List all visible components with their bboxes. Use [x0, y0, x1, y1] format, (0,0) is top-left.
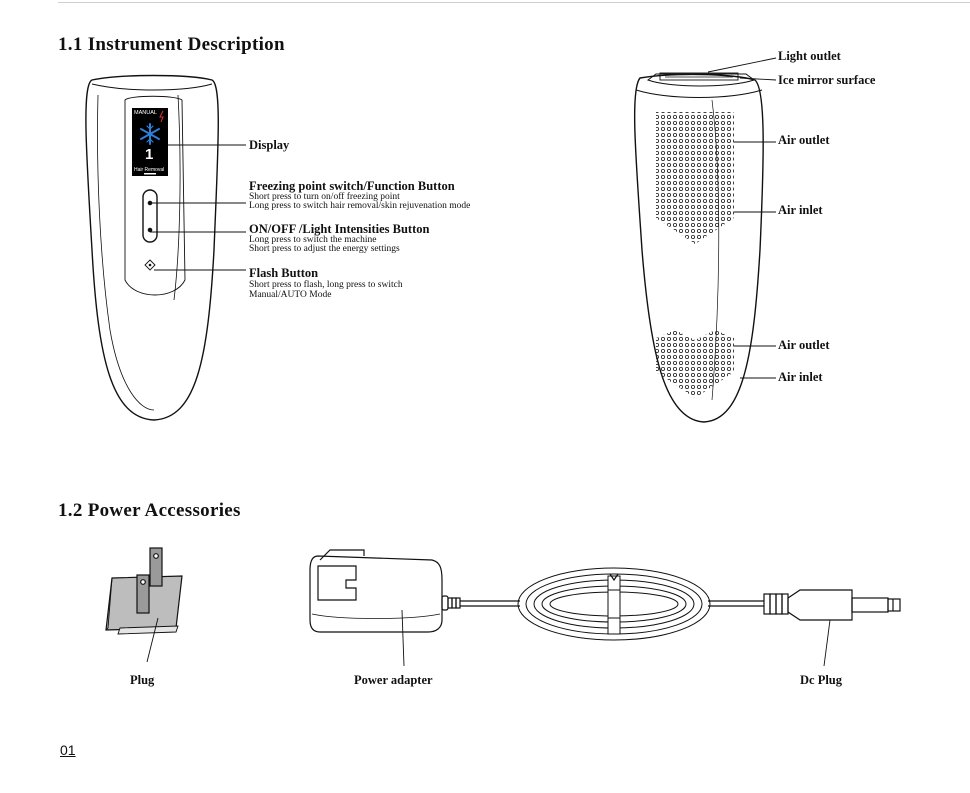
callout-flash-line1: Short press to flash, long press to swit… [249, 280, 403, 290]
device-screen [132, 108, 168, 176]
top-rule [58, 2, 970, 3]
callout-freezing-line2: Long press to switch hair removal/skin r… [249, 201, 471, 211]
screen-level: 1 [145, 146, 154, 163]
callout-flash-line2: Manual/AUTO Mode [249, 290, 332, 300]
snowflake-icon [140, 123, 160, 145]
callout-freezing-title: Freezing point switch/Function Button [249, 179, 455, 193]
screen-mode-label: MANUAL [134, 110, 157, 116]
callout-air-outlet-top: Air outlet [778, 133, 830, 147]
adapter-illustration [309, 549, 520, 667]
air-vent-upper [656, 112, 734, 244]
callout-air-inlet-top: Air inlet [778, 203, 823, 217]
flash-indicator-icon [159, 110, 164, 123]
callout-freezing-line1: Short press to turn on/off freezing poin… [249, 192, 400, 202]
callout-ice-mirror: Ice mirror surface [778, 73, 876, 87]
callout-display: Display [249, 138, 290, 152]
callout-onoff-line1: Long press to switch the machine [249, 235, 377, 245]
caption-power-adapter: Power adapter [354, 673, 433, 687]
section-title-instrument: 1.1 Instrument Description [58, 34, 285, 55]
device-front [85, 74, 219, 421]
callout-onoff-title: ON/OFF /Light Intensities Button [249, 222, 430, 236]
page-number: 01 [60, 742, 76, 758]
caption-dc-plug: Dc Plug [800, 673, 843, 687]
air-vent-lower [656, 330, 734, 398]
dc-plug-illustration [708, 589, 901, 667]
callout-air-outlet-bottom: Air outlet [778, 338, 830, 352]
callout-light-outlet: Light outlet [778, 49, 841, 63]
section-title-power: 1.2 Power Accessories [58, 500, 241, 521]
screen-footer-label: Hair Removal [134, 167, 165, 173]
plug-illustration [105, 547, 183, 663]
callout-flash-title: Flash Button [249, 266, 319, 280]
callout-air-inlet-bottom: Air inlet [778, 370, 823, 384]
caption-plug: Plug [130, 673, 155, 687]
callout-onoff-line2: Short press to adjust the energy setting… [249, 244, 400, 254]
cable-coil [517, 567, 711, 641]
